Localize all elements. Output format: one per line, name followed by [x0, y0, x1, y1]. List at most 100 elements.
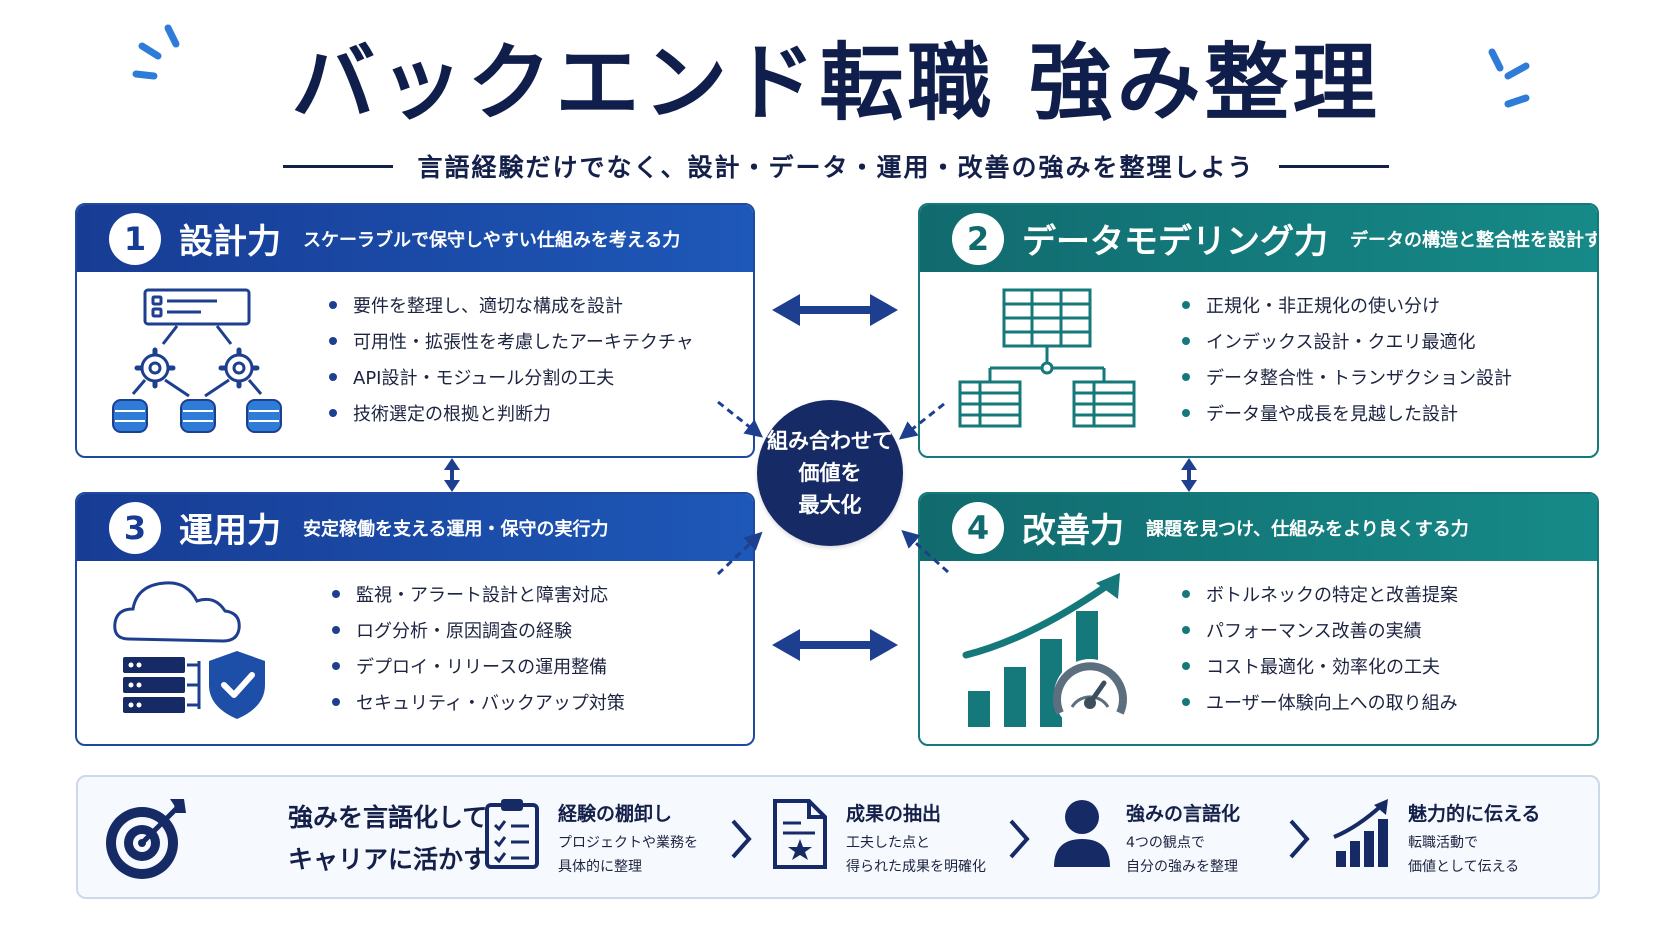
card-header: 1 設計力 スケーラブルで保守しやすい仕組みを考える力 [77, 205, 753, 272]
card-bullet-list: 正規化・非正規化の使い分け インデックス設計・クエリ最適化 データ整合性・トラン… [1182, 287, 1512, 431]
chevron-right-icon [1289, 819, 1310, 859]
list-item: コスト最適化・効率化の工夫 [1182, 648, 1458, 684]
summary-heading: 強みを言語化して キャリアに活かす [288, 797, 488, 881]
list-item: API設計・モジュール分割の工夫 [329, 359, 694, 395]
target-icon [106, 799, 186, 879]
list-item: 要件を整理し、適切な構成を設計 [329, 287, 694, 323]
subtitle-rule-left [283, 164, 394, 168]
card-header: 2 データモデリング力 データの構造と整合性を設計する力 [920, 205, 1597, 272]
step-description: プロジェクトや業務を 具体的に整理 [558, 831, 698, 879]
list-item: セキュリティ・バックアップ対策 [332, 684, 625, 720]
bullet-dot [329, 337, 337, 345]
list-item-text: データ量や成長を見越した設計 [1206, 404, 1458, 425]
system-architecture-icon [112, 288, 282, 433]
list-item: ボトルネックの特定と改善提案 [1182, 576, 1458, 612]
card-title: 運用力 [179, 511, 281, 551]
horizontal-arrow-top [772, 294, 898, 326]
step-description-line: 工夫した点と [846, 835, 930, 851]
card-number: 4 [952, 501, 1004, 554]
card-bullet-list: ボトルネックの特定と改善提案 パフォーマンス改善の実績 コスト最適化・効率化の工… [1182, 576, 1458, 720]
list-item-text: データ整合性・トランザクション設計 [1206, 368, 1512, 389]
list-item: データ量や成長を見越した設計 [1182, 395, 1512, 431]
bullet-dot [332, 698, 340, 706]
list-item-text: 監視・アラート設計と障害対応 [356, 585, 608, 606]
list-item: 監視・アラート設計と障害対応 [332, 576, 625, 612]
list-item-text: セキュリティ・バックアップ対策 [356, 693, 625, 714]
card-operations: 3 運用力 安定稼働を支える運用・保守の実行力 監視・アラー [75, 492, 755, 746]
card-design: 1 設計力 スケーラブルで保守しやすい仕組みを考える力 [75, 203, 755, 458]
step-description: 転職活動で 価値として伝える [1408, 831, 1519, 879]
list-item: 技術選定の根拠と判断力 [329, 395, 694, 431]
card-bullet-list: 要件を整理し、適切な構成を設計 可用性・拡張性を考慮したアーキテクチャ API設… [329, 287, 694, 431]
step-description-line: プロジェクトや業務を [558, 835, 698, 851]
step-description-line: 自分の強みを整理 [1126, 859, 1238, 875]
list-item: データ整合性・トランザクション設計 [1182, 359, 1512, 395]
list-item-text: 正規化・非正規化の使い分け [1206, 296, 1440, 317]
list-item-text: 技術選定の根拠と判断力 [353, 404, 551, 425]
card-number: 1 [109, 212, 161, 265]
bullet-dot [332, 626, 340, 634]
bullet-dot [1182, 590, 1190, 598]
card-bullet-list: 監視・アラート設計と障害対応 ログ分析・原因調査の経験 デプロイ・リリースの運用… [332, 576, 625, 720]
step-description: 工夫した点と 得られた成果を明確化 [846, 831, 986, 879]
step-description: 4つの観点で 自分の強みを整理 [1126, 831, 1238, 879]
growth-bars-icon [1333, 799, 1388, 867]
page-title: バックエンド転職 強み整理 [291, 34, 1381, 132]
summary-bar: 強みを言語化して キャリアに活かす 経験の棚卸し プロジェクトや業務を 具体的に… [76, 775, 1600, 899]
list-item-text: ログ分析・原因調査の経験 [356, 621, 572, 642]
card-header: 4 改善力 課題を見つけ、仕組みをより良くする力 [920, 494, 1597, 561]
card-title: データモデリング力 [1022, 222, 1328, 262]
document-star-icon [773, 799, 827, 869]
summary-heading-line1: 強みを言語化して [288, 803, 488, 832]
chevron-right-icon [1009, 819, 1030, 859]
horizontal-arrow-bottom [772, 629, 898, 661]
vertical-arrow-left [444, 458, 460, 492]
step-title: 経験の棚卸し [558, 803, 673, 825]
card-description: 安定稼働を支える運用・保守の実行力 [303, 518, 609, 540]
bullet-dot [332, 662, 340, 670]
bullet-dot [1182, 626, 1190, 634]
list-item-text: ボトルネックの特定と改善提案 [1206, 585, 1458, 606]
subtitle-row: 言語経験だけでなく、設計・データ・運用・改善の強みを整理しよう [0, 146, 1672, 186]
bullet-dot [329, 373, 337, 381]
bullet-dot [332, 590, 340, 598]
card-improvement: 4 改善力 課題を見つけ、仕組みをより良くする力 ボトルネックの特定と改善提案 … [918, 492, 1599, 746]
vertical-arrow-right [1181, 458, 1197, 492]
card-title: 設計力 [179, 222, 281, 262]
summary-heading-line2: キャリアに活かす [288, 845, 489, 874]
list-item: 正規化・非正規化の使い分け [1182, 287, 1512, 323]
bullet-dot [1182, 662, 1190, 670]
card-title: 改善力 [1022, 511, 1124, 551]
list-item-text: インデックス設計・クエリ最適化 [1206, 332, 1476, 353]
list-item: 可用性・拡張性を考慮したアーキテクチャ [329, 323, 694, 359]
list-item-text: ユーザー体験向上への取り組み [1206, 693, 1458, 714]
step-description-line: 得られた成果を明確化 [846, 859, 986, 875]
step-title: 魅力的に伝える [1408, 803, 1541, 825]
bullet-dot [329, 409, 337, 417]
card-description: データの構造と整合性を設計する力 [1350, 229, 1599, 251]
bullet-dot [1182, 409, 1190, 417]
list-item-text: 要件を整理し、適切な構成を設計 [353, 296, 623, 317]
right-sparkle-icon [1488, 48, 1530, 108]
step-description-line: 転職活動で [1408, 835, 1478, 851]
bullet-dot [1182, 373, 1190, 381]
bullet-dot [1182, 337, 1190, 345]
center-hub: 組み合わせて 価値を 最大化 [757, 400, 903, 546]
list-item-text: コスト最適化・効率化の工夫 [1206, 657, 1440, 678]
list-item-text: デプロイ・リリースの運用整備 [356, 657, 608, 678]
left-sparkle-icon [132, 24, 180, 80]
table-relationship-icon [958, 288, 1136, 428]
chevron-right-icon [731, 819, 752, 859]
list-item: ログ分析・原因調査の経験 [332, 612, 625, 648]
card-data-modeling: 2 データモデリング力 データの構造と整合性を設計する力 正規化・非 [918, 203, 1599, 458]
subtitle-rule-right [1278, 164, 1389, 168]
list-item-text: 可用性・拡張性を考慮したアーキテクチャ [353, 332, 694, 353]
step-title: 強みの言語化 [1126, 803, 1241, 825]
bullet-dot [329, 301, 337, 309]
bullet-dot [1182, 698, 1190, 706]
cloud-server-shield-icon [113, 581, 265, 719]
step-title: 成果の抽出 [846, 803, 942, 825]
list-item: デプロイ・リリースの運用整備 [332, 648, 625, 684]
card-number: 2 [952, 212, 1004, 265]
growth-chart-gauge-icon [962, 573, 1127, 731]
